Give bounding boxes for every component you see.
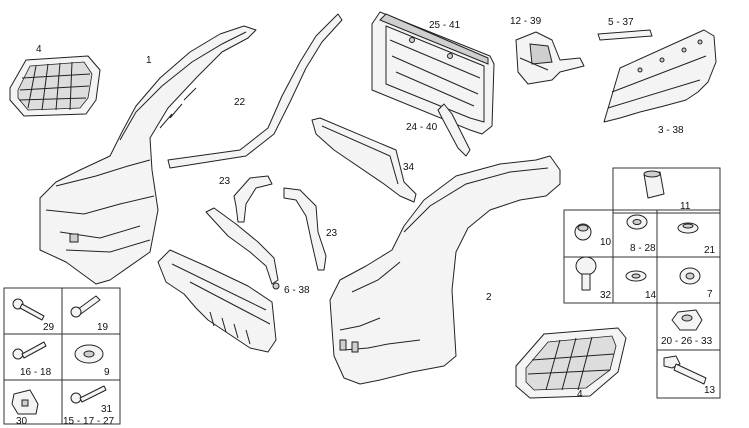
- mud-flap-34: [311, 117, 417, 203]
- label-30: 30: [16, 416, 28, 427]
- label-7: 7: [707, 289, 713, 300]
- mounting-brackets-23: [205, 175, 327, 290]
- label-13: 13: [704, 385, 716, 396]
- label-8-28: 8 - 28: [630, 243, 656, 254]
- label-16-18: 16 - 18: [20, 367, 52, 378]
- label-12-39: 12 - 39: [510, 16, 542, 27]
- label-32: 32: [600, 290, 612, 301]
- side-panel-3-38: [603, 29, 717, 123]
- label-5-37: 5 - 37: [608, 17, 634, 28]
- label-23-top: 23: [219, 176, 231, 187]
- part-number-labels: 4 1 22 25 - 41 12 - 39 5 - 37 3 - 38 24 …: [16, 16, 716, 427]
- right-fender-assembly: [329, 155, 561, 385]
- label-6-38: 6 - 38: [284, 285, 310, 296]
- label-10: 10: [600, 237, 612, 248]
- fastener-panel-left: [3, 287, 121, 425]
- label-22: 22: [234, 97, 246, 108]
- label-3-38: 3 - 38: [658, 125, 684, 136]
- label-23-right: 23: [326, 228, 338, 239]
- label-34: 34: [403, 162, 415, 173]
- small-bar-5-37: [597, 29, 653, 41]
- label-20-26-33: 20 - 26 - 33: [661, 336, 713, 347]
- label-31: 31: [101, 404, 113, 415]
- label-25-41: 25 - 41: [429, 20, 461, 31]
- fastener-panel-right: [563, 167, 721, 399]
- left-fender-assembly: [39, 25, 257, 285]
- label-11: 11: [680, 201, 691, 212]
- label-15-17-27: 15 - 17 - 27: [63, 416, 115, 427]
- support-bracket: [515, 31, 585, 85]
- label-24-40: 24 - 40: [406, 122, 438, 133]
- step-plate-bottom: [515, 327, 627, 399]
- label-14: 14: [645, 290, 657, 301]
- storage-box-frame: [371, 11, 495, 135]
- strut-24-40: [437, 103, 471, 157]
- step-plate-top-left: [9, 55, 101, 117]
- label-4-top: 4: [36, 44, 42, 55]
- label-1: 1: [146, 55, 152, 66]
- label-4-bottom: 4: [577, 389, 583, 400]
- label-21: 21: [704, 245, 716, 256]
- label-9: 9: [104, 367, 110, 378]
- lower-panel-6-38: [157, 249, 277, 353]
- label-2: 2: [486, 292, 492, 303]
- rubber-seal-strip: [167, 13, 343, 169]
- label-29: 29: [43, 322, 55, 333]
- label-19: 19: [97, 322, 109, 333]
